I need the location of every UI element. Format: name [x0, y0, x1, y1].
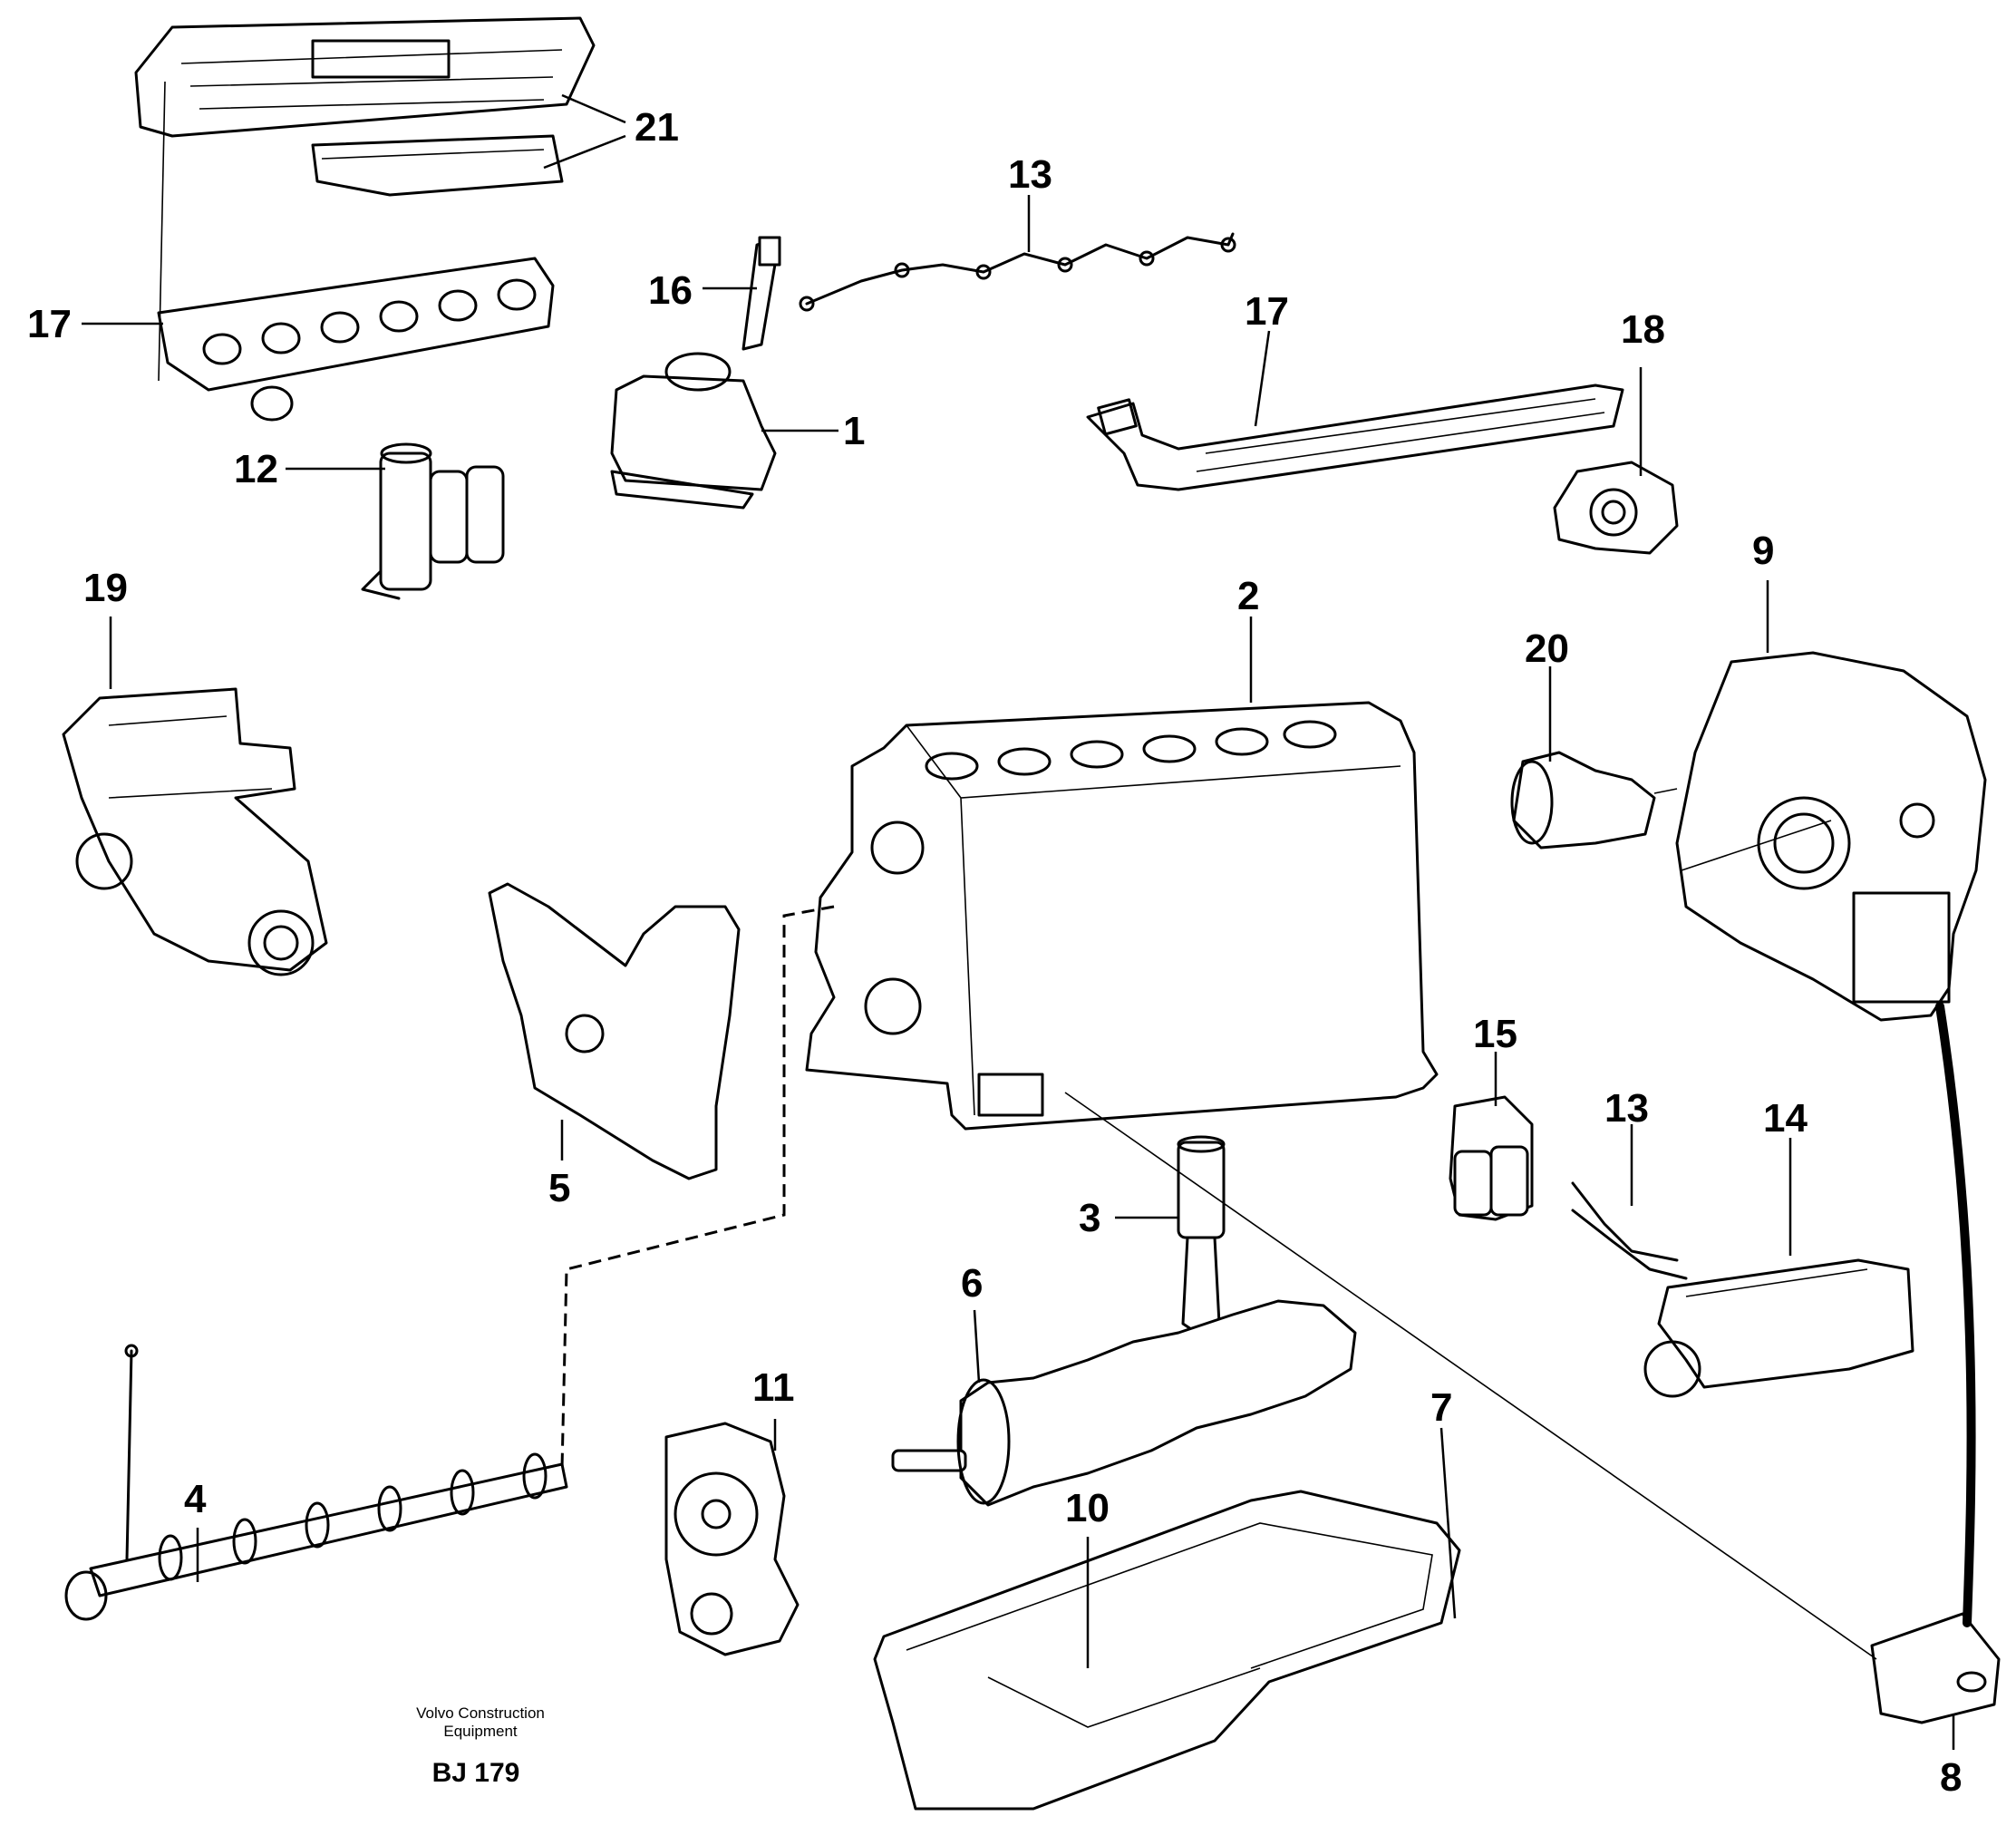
oil-pump-part	[664, 1422, 800, 1656]
callout-6: 6	[961, 1261, 983, 1306]
callout-18: 18	[1621, 307, 1665, 352]
exhaust-manifold-part	[1086, 384, 1624, 491]
callout-19: 19	[83, 566, 128, 610]
water-pump-part	[62, 687, 328, 976]
compressor-part	[610, 352, 777, 510]
credit-line-1: Volvo Construction	[416, 1704, 545, 1722]
callout-7: 7	[1430, 1385, 1452, 1430]
injector-part	[741, 236, 781, 351]
callout-8: 8	[1940, 1755, 1962, 1800]
callout-20: 20	[1525, 626, 1569, 671]
crankshaft-part	[891, 1299, 1357, 1507]
injection-lines-part	[799, 232, 1236, 312]
fuel-filter-part	[1449, 1095, 1534, 1221]
injection-pump-part	[1571, 1181, 1914, 1398]
callout-13-bottom: 13	[1604, 1086, 1649, 1131]
camshaft-part	[64, 1344, 568, 1621]
turbocharger-part	[1553, 461, 1679, 555]
callout-5: 5	[548, 1166, 570, 1210]
callout-11: 11	[752, 1365, 795, 1410]
callout-21: 21	[635, 105, 679, 150]
piston-part	[1177, 1135, 1226, 1335]
callout-12: 12	[234, 447, 278, 491]
oil-filter-part	[361, 442, 505, 600]
callout-3: 3	[1079, 1196, 1100, 1240]
callout-2: 2	[1237, 574, 1259, 618]
callout-15: 15	[1473, 1012, 1517, 1056]
callout-17-right: 17	[1245, 289, 1289, 334]
callouts: 21 13 16 17 17 18 1 12 19 2 9 20 15 13 1…	[27, 105, 1962, 1800]
engine-block-part	[805, 701, 1439, 1131]
leader-lines	[82, 93, 1976, 1750]
oil-sump-part	[873, 1490, 1461, 1811]
callout-9: 9	[1752, 529, 1774, 573]
credit-line-2: Equipment	[443, 1723, 518, 1740]
callout-17-left: 17	[27, 302, 72, 346]
inlet-manifold-part	[157, 81, 555, 422]
callout-13-top: 13	[1008, 152, 1052, 197]
timing-cover-part	[488, 882, 741, 1180]
callout-1: 1	[843, 409, 865, 453]
callout-4: 4	[184, 1477, 207, 1521]
callout-14: 14	[1763, 1096, 1808, 1141]
mount-bracket-part	[1870, 1612, 2001, 1724]
diagram-reference: BJ 179	[432, 1758, 520, 1788]
credit-block: Volvo Construction Equipment BJ 179	[416, 1704, 545, 1788]
starter-motor-part	[1510, 751, 1678, 850]
callout-16: 16	[648, 268, 693, 313]
flywheel-housing-part	[1675, 651, 1987, 1022]
rocker-cover-part	[134, 16, 596, 197]
callout-10: 10	[1065, 1486, 1110, 1530]
